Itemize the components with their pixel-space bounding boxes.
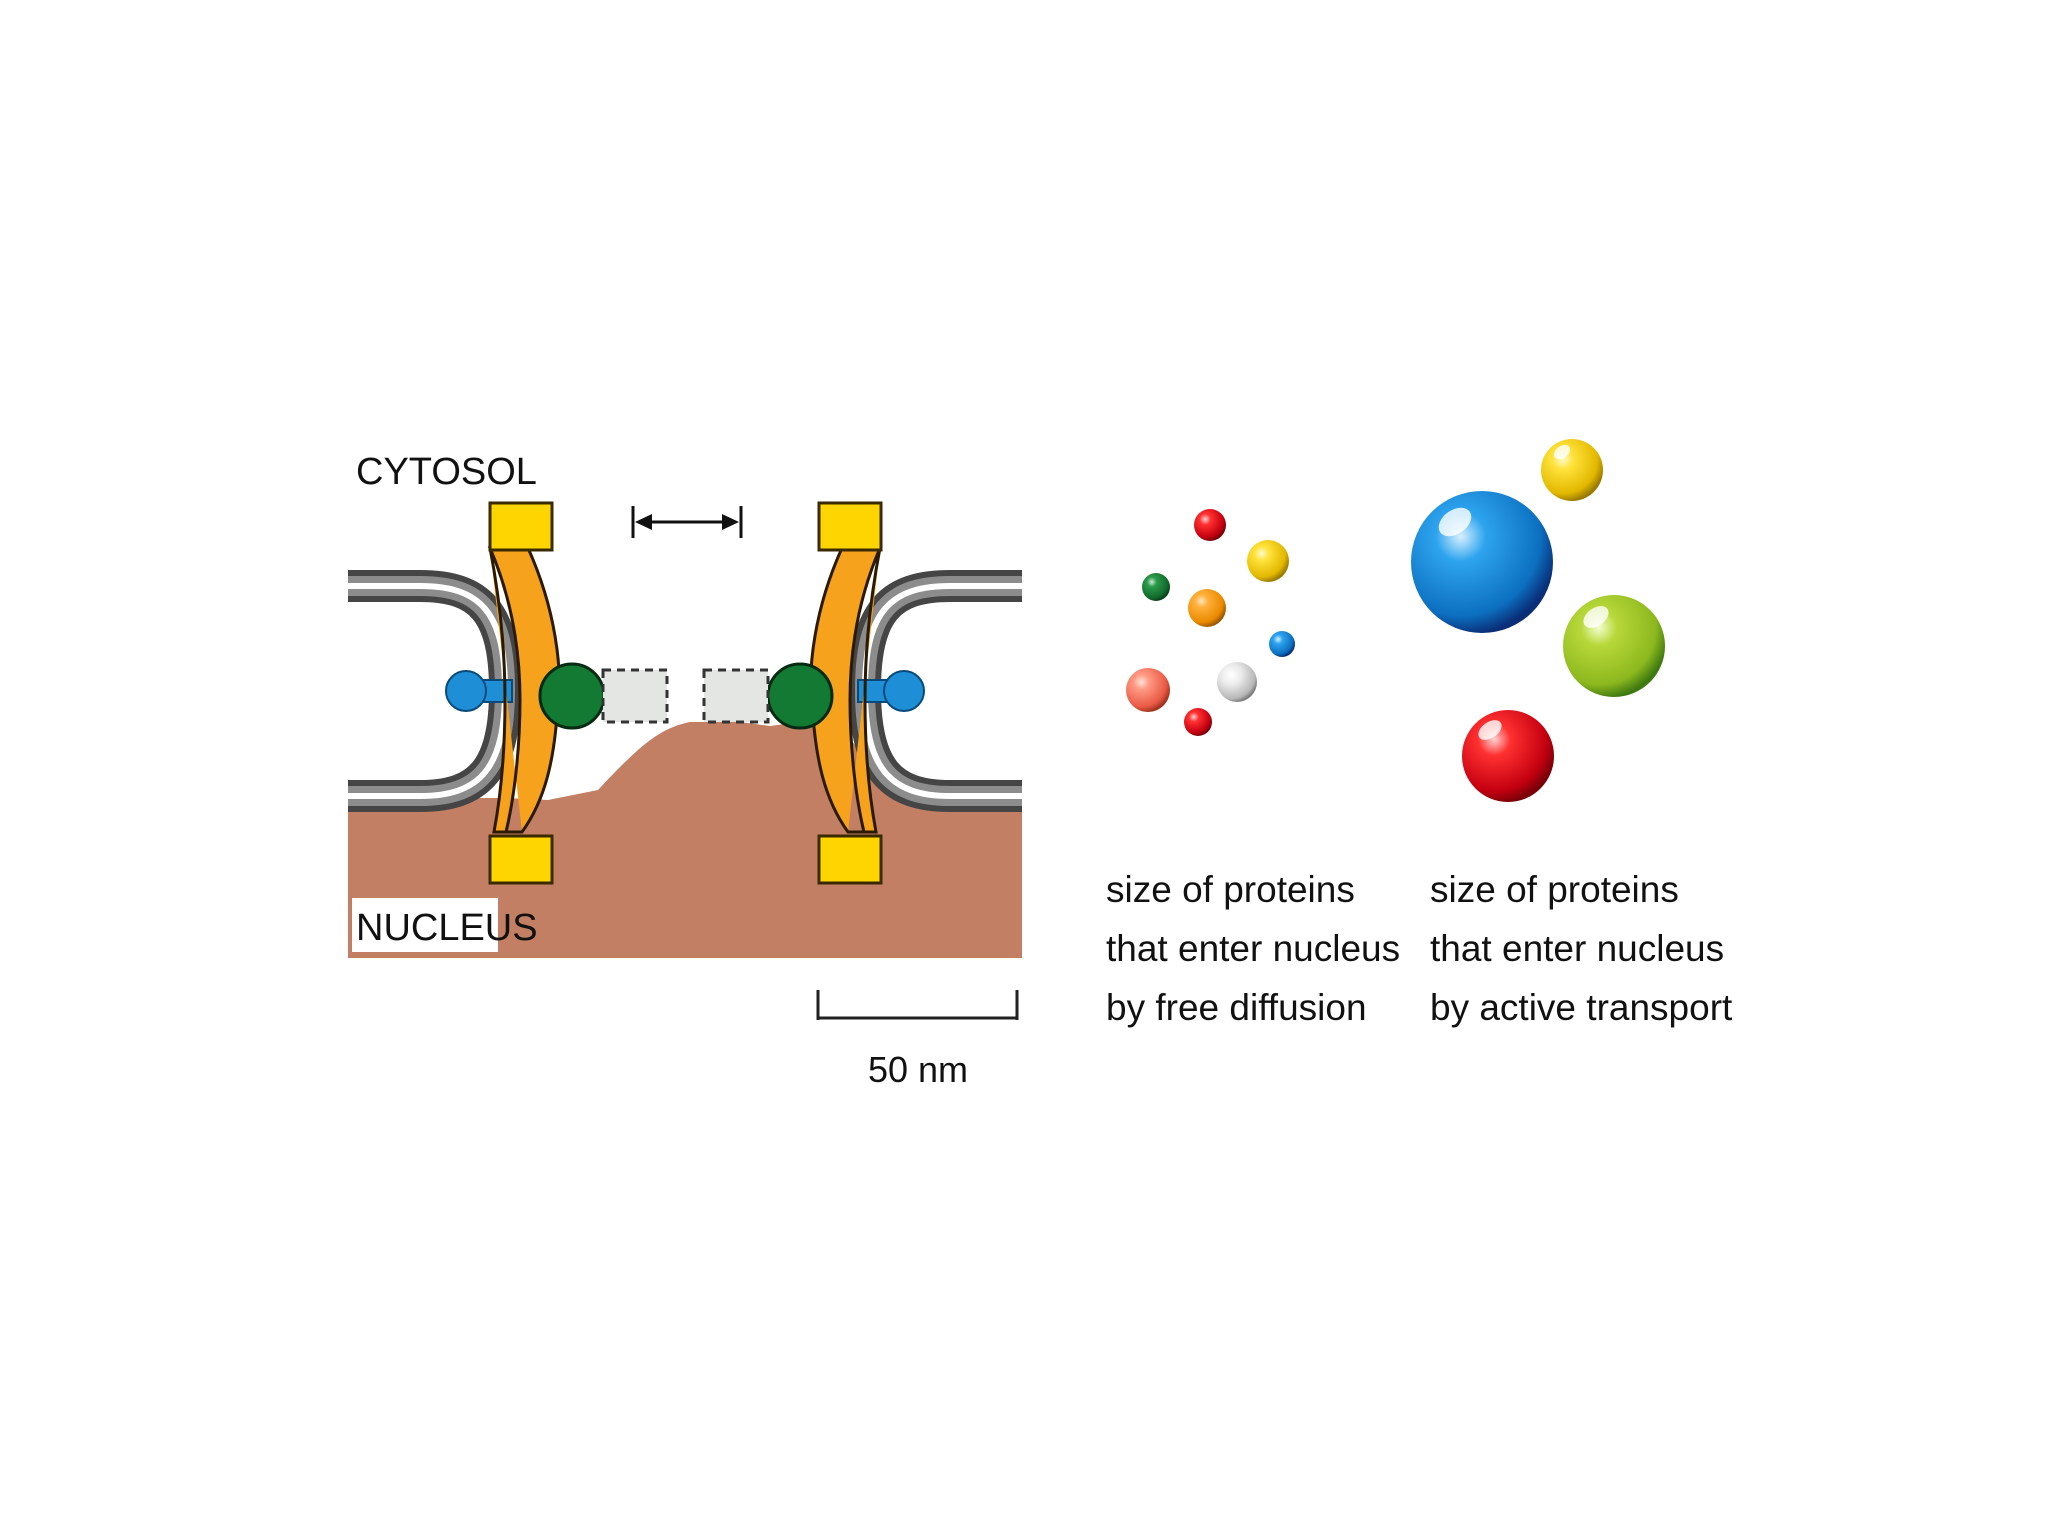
lumen-knob-left (445, 670, 513, 712)
caption-free-diffusion-line-3: by free diffusion (1106, 987, 1367, 1028)
small-protein-red (1194, 509, 1226, 541)
small-protein-yellow (1247, 540, 1289, 582)
cytosol-label: CYTOSOL (356, 451, 537, 493)
nuclear-ring-left (488, 834, 554, 885)
nucleus-label: NUCLEUS (356, 907, 538, 949)
small-protein-blue (1269, 631, 1295, 657)
channel-block-left (601, 668, 669, 724)
lumen-knob-right (857, 670, 925, 712)
nucleus-label-backdrop (352, 898, 498, 952)
large-protein-red (1462, 710, 1554, 802)
caption-free-diffusion-line-1: size of proteins (1106, 869, 1355, 910)
small-protein-green (1142, 573, 1170, 601)
spoke-ring-left (487, 546, 561, 834)
large-protein-blue (1411, 491, 1553, 633)
small-protein-red-2 (1184, 708, 1212, 736)
small-protein-orange (1188, 589, 1226, 627)
caption-active-transport: size of proteins that enter nucleus by a… (1430, 869, 1733, 1028)
caption-active-transport-line-3: by active transport (1430, 987, 1733, 1028)
caption-free-diffusion: size of proteins that enter nucleus by f… (1106, 869, 1400, 1028)
nuclear-pore-cross-section: CYTOSOL NUCLEUS 50 nm (348, 451, 1022, 1090)
channel-block-right (702, 668, 770, 724)
large-proteins-group (1411, 439, 1665, 802)
scale-bar-label: 50 nm (868, 1049, 968, 1090)
caption-active-transport-line-1: size of proteins (1430, 869, 1679, 910)
cytoplasmic-ring-left (488, 501, 554, 552)
central-fibril-left (538, 662, 606, 730)
small-protein-salmon (1126, 668, 1170, 712)
nuclear-ring-right (817, 834, 883, 885)
small-protein-white (1217, 662, 1257, 702)
cytoplasmic-ring-right (817, 501, 883, 552)
large-protein-green (1563, 595, 1665, 697)
small-proteins-group (1126, 509, 1295, 736)
central-fibril-right (766, 662, 834, 730)
scale-bar: 50 nm (816, 990, 1019, 1090)
channel-width-arrow (631, 506, 743, 538)
caption-active-transport-line-2: that enter nucleus (1430, 928, 1724, 969)
caption-free-diffusion-line-2: that enter nucleus (1106, 928, 1400, 969)
spoke-ring-right (809, 546, 883, 834)
large-protein-yellow (1541, 439, 1603, 501)
